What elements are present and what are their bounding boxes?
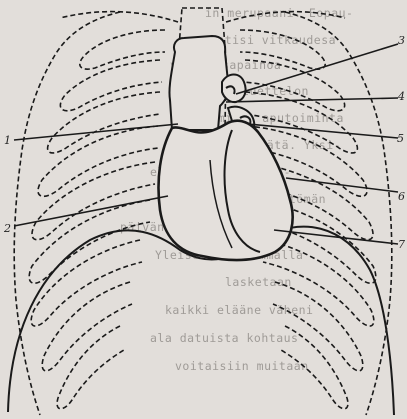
rib-right-9	[281, 326, 348, 409]
rib-left-3	[48, 92, 160, 153]
rib-left-2	[60, 60, 162, 111]
rib-left-1	[80, 30, 165, 69]
leader-line-7	[274, 230, 398, 244]
heart-silhouette	[159, 36, 293, 260]
label-2: 2	[3, 222, 11, 235]
leader-line-1	[14, 124, 178, 140]
label-1: 1	[4, 134, 11, 147]
leader-line-2	[14, 196, 168, 226]
great-vessels	[169, 36, 228, 130]
leader-line-5	[248, 124, 398, 138]
label-5: 5	[397, 132, 404, 145]
label-3: 3	[398, 34, 405, 47]
label-7: 7	[398, 238, 405, 251]
label-6: 6	[398, 190, 405, 203]
clavicle-left	[60, 12, 178, 22]
ribcage-left-contour	[14, 12, 120, 415]
clavicle-right	[226, 12, 345, 22]
rib-left-5	[32, 162, 155, 240]
rib-left-9	[57, 326, 124, 409]
label-4: 4	[397, 90, 405, 103]
leader-line-6	[286, 178, 398, 192]
rib-right-2	[243, 60, 345, 111]
rib-right-1	[240, 30, 325, 69]
